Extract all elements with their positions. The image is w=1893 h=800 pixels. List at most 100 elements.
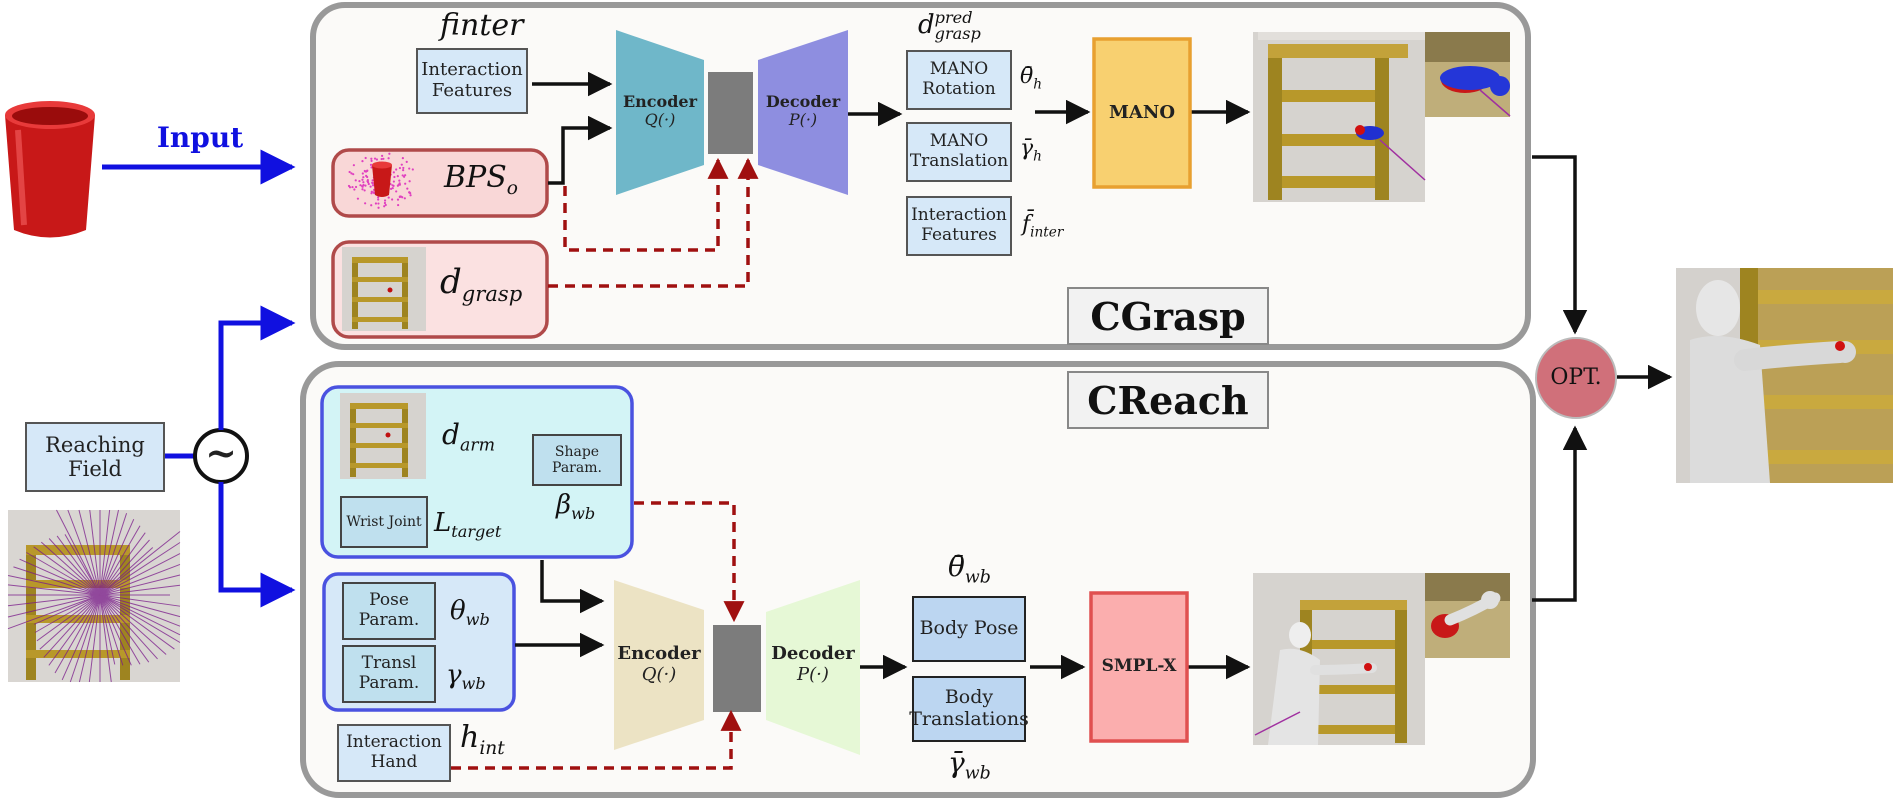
bps-point xyxy=(370,157,373,160)
interaction-features-box: Interaction Features xyxy=(416,48,528,114)
reaching-ray xyxy=(7,594,101,630)
reaching-ray xyxy=(78,509,101,596)
cgrasp-output-zoom-image xyxy=(1425,32,1511,117)
bps-point xyxy=(382,157,385,160)
bps-point xyxy=(371,179,374,182)
interaction-features-out-box: Interaction Features xyxy=(906,196,1012,256)
bps-point xyxy=(380,157,383,161)
creach-encoder xyxy=(614,580,704,750)
reaching-ray xyxy=(56,535,101,596)
bps-label: BPSo xyxy=(444,160,518,199)
reaching-ray xyxy=(13,566,101,596)
opt-node xyxy=(1535,337,1617,419)
reaching-ray xyxy=(78,594,101,683)
bps-point xyxy=(404,174,407,177)
bps-point xyxy=(384,203,387,207)
bps-point xyxy=(370,166,373,169)
reaching-ray xyxy=(99,594,181,618)
bps-point xyxy=(392,184,395,187)
bps-point xyxy=(408,191,411,194)
reaching-ray xyxy=(99,594,175,650)
reaching-ray xyxy=(26,552,101,596)
bps-point xyxy=(347,184,351,188)
bps-point xyxy=(362,183,365,187)
body-translations-box: Body Translations xyxy=(909,676,1029,742)
bps-point xyxy=(352,173,355,176)
bps-point xyxy=(403,197,406,200)
reaching-ray xyxy=(56,509,101,596)
bps-point xyxy=(367,182,370,186)
bps-point xyxy=(361,178,364,181)
cgrasp-encoder-label: Encoder Q(·) xyxy=(622,91,698,129)
wrist-joint-box: Wrist Joint xyxy=(340,496,428,548)
bps-point xyxy=(363,169,366,173)
cup-image xyxy=(5,101,95,238)
bps-point xyxy=(354,185,358,189)
bps-point xyxy=(401,156,404,160)
reaching-ray xyxy=(48,594,101,666)
l-target-label: Ltarget xyxy=(434,508,502,542)
bps-point xyxy=(370,204,373,207)
reaching-ray xyxy=(99,594,167,655)
bps-point xyxy=(364,184,367,187)
mano-label: MANO xyxy=(1108,101,1176,123)
reaching-ray xyxy=(99,509,119,596)
bps-point xyxy=(397,203,400,207)
reaching-ray xyxy=(99,563,181,596)
bps-point xyxy=(404,182,407,185)
reaching-ray xyxy=(99,518,135,596)
bps-point xyxy=(370,192,373,195)
reaching-ray xyxy=(89,509,101,596)
bps-point xyxy=(375,158,379,161)
bps-point xyxy=(392,171,395,174)
bps-point xyxy=(398,182,401,185)
reaching-field-box: Reaching Field xyxy=(25,422,165,492)
bps-point xyxy=(369,163,373,166)
mano-translation-box: MANO Translation xyxy=(906,122,1012,182)
bps-point xyxy=(391,186,394,190)
reaching-ray xyxy=(99,594,141,665)
theta-wb-label: θwb xyxy=(450,596,490,630)
transl-param-box: Transl Param. xyxy=(342,645,436,703)
bps-point xyxy=(353,188,356,191)
reaching-ray xyxy=(99,594,181,627)
bps-point xyxy=(389,187,393,190)
bps-point xyxy=(377,196,380,199)
bps-point xyxy=(395,190,398,193)
reaching-ray xyxy=(99,547,154,596)
bps-point xyxy=(387,157,390,160)
creach-decoder xyxy=(766,580,860,755)
bps-point xyxy=(372,184,375,187)
gamma-h-label: γ̄h xyxy=(1020,136,1042,165)
opt-label: OPT. xyxy=(1550,365,1602,391)
bps-point xyxy=(391,198,394,201)
reaching-ray xyxy=(69,594,101,683)
bps-point xyxy=(370,159,373,162)
creach-title: CReach xyxy=(1067,371,1269,429)
reaching-ray xyxy=(99,594,181,636)
bps-point xyxy=(387,196,390,199)
bps-point xyxy=(393,175,396,179)
reaching-ray xyxy=(34,594,101,625)
bps-point xyxy=(362,176,365,179)
pose-param-box: Pose Param. xyxy=(342,582,436,640)
reaching-ray xyxy=(99,594,158,660)
bps-point xyxy=(402,169,405,172)
reaching-ray xyxy=(99,532,146,596)
cgrasp-output-image xyxy=(1253,32,1430,202)
reaching-to-creach-arrow xyxy=(218,482,296,608)
bps-point xyxy=(408,180,411,183)
reaching-ray xyxy=(64,534,101,596)
bps-point xyxy=(409,194,412,197)
darm-thumbnail xyxy=(340,393,426,479)
reaching-ray xyxy=(99,594,116,665)
reaching-ray xyxy=(99,574,181,596)
reaching-ray xyxy=(61,594,101,681)
bps-point xyxy=(402,175,406,178)
body-pose-box: Body Pose xyxy=(912,596,1026,662)
bps-point xyxy=(383,199,387,202)
bps-point xyxy=(392,180,395,183)
cgrasp-decoder-label: Decoder P(·) xyxy=(765,91,841,129)
reaching-ray xyxy=(99,539,150,596)
bps-point xyxy=(398,166,402,170)
